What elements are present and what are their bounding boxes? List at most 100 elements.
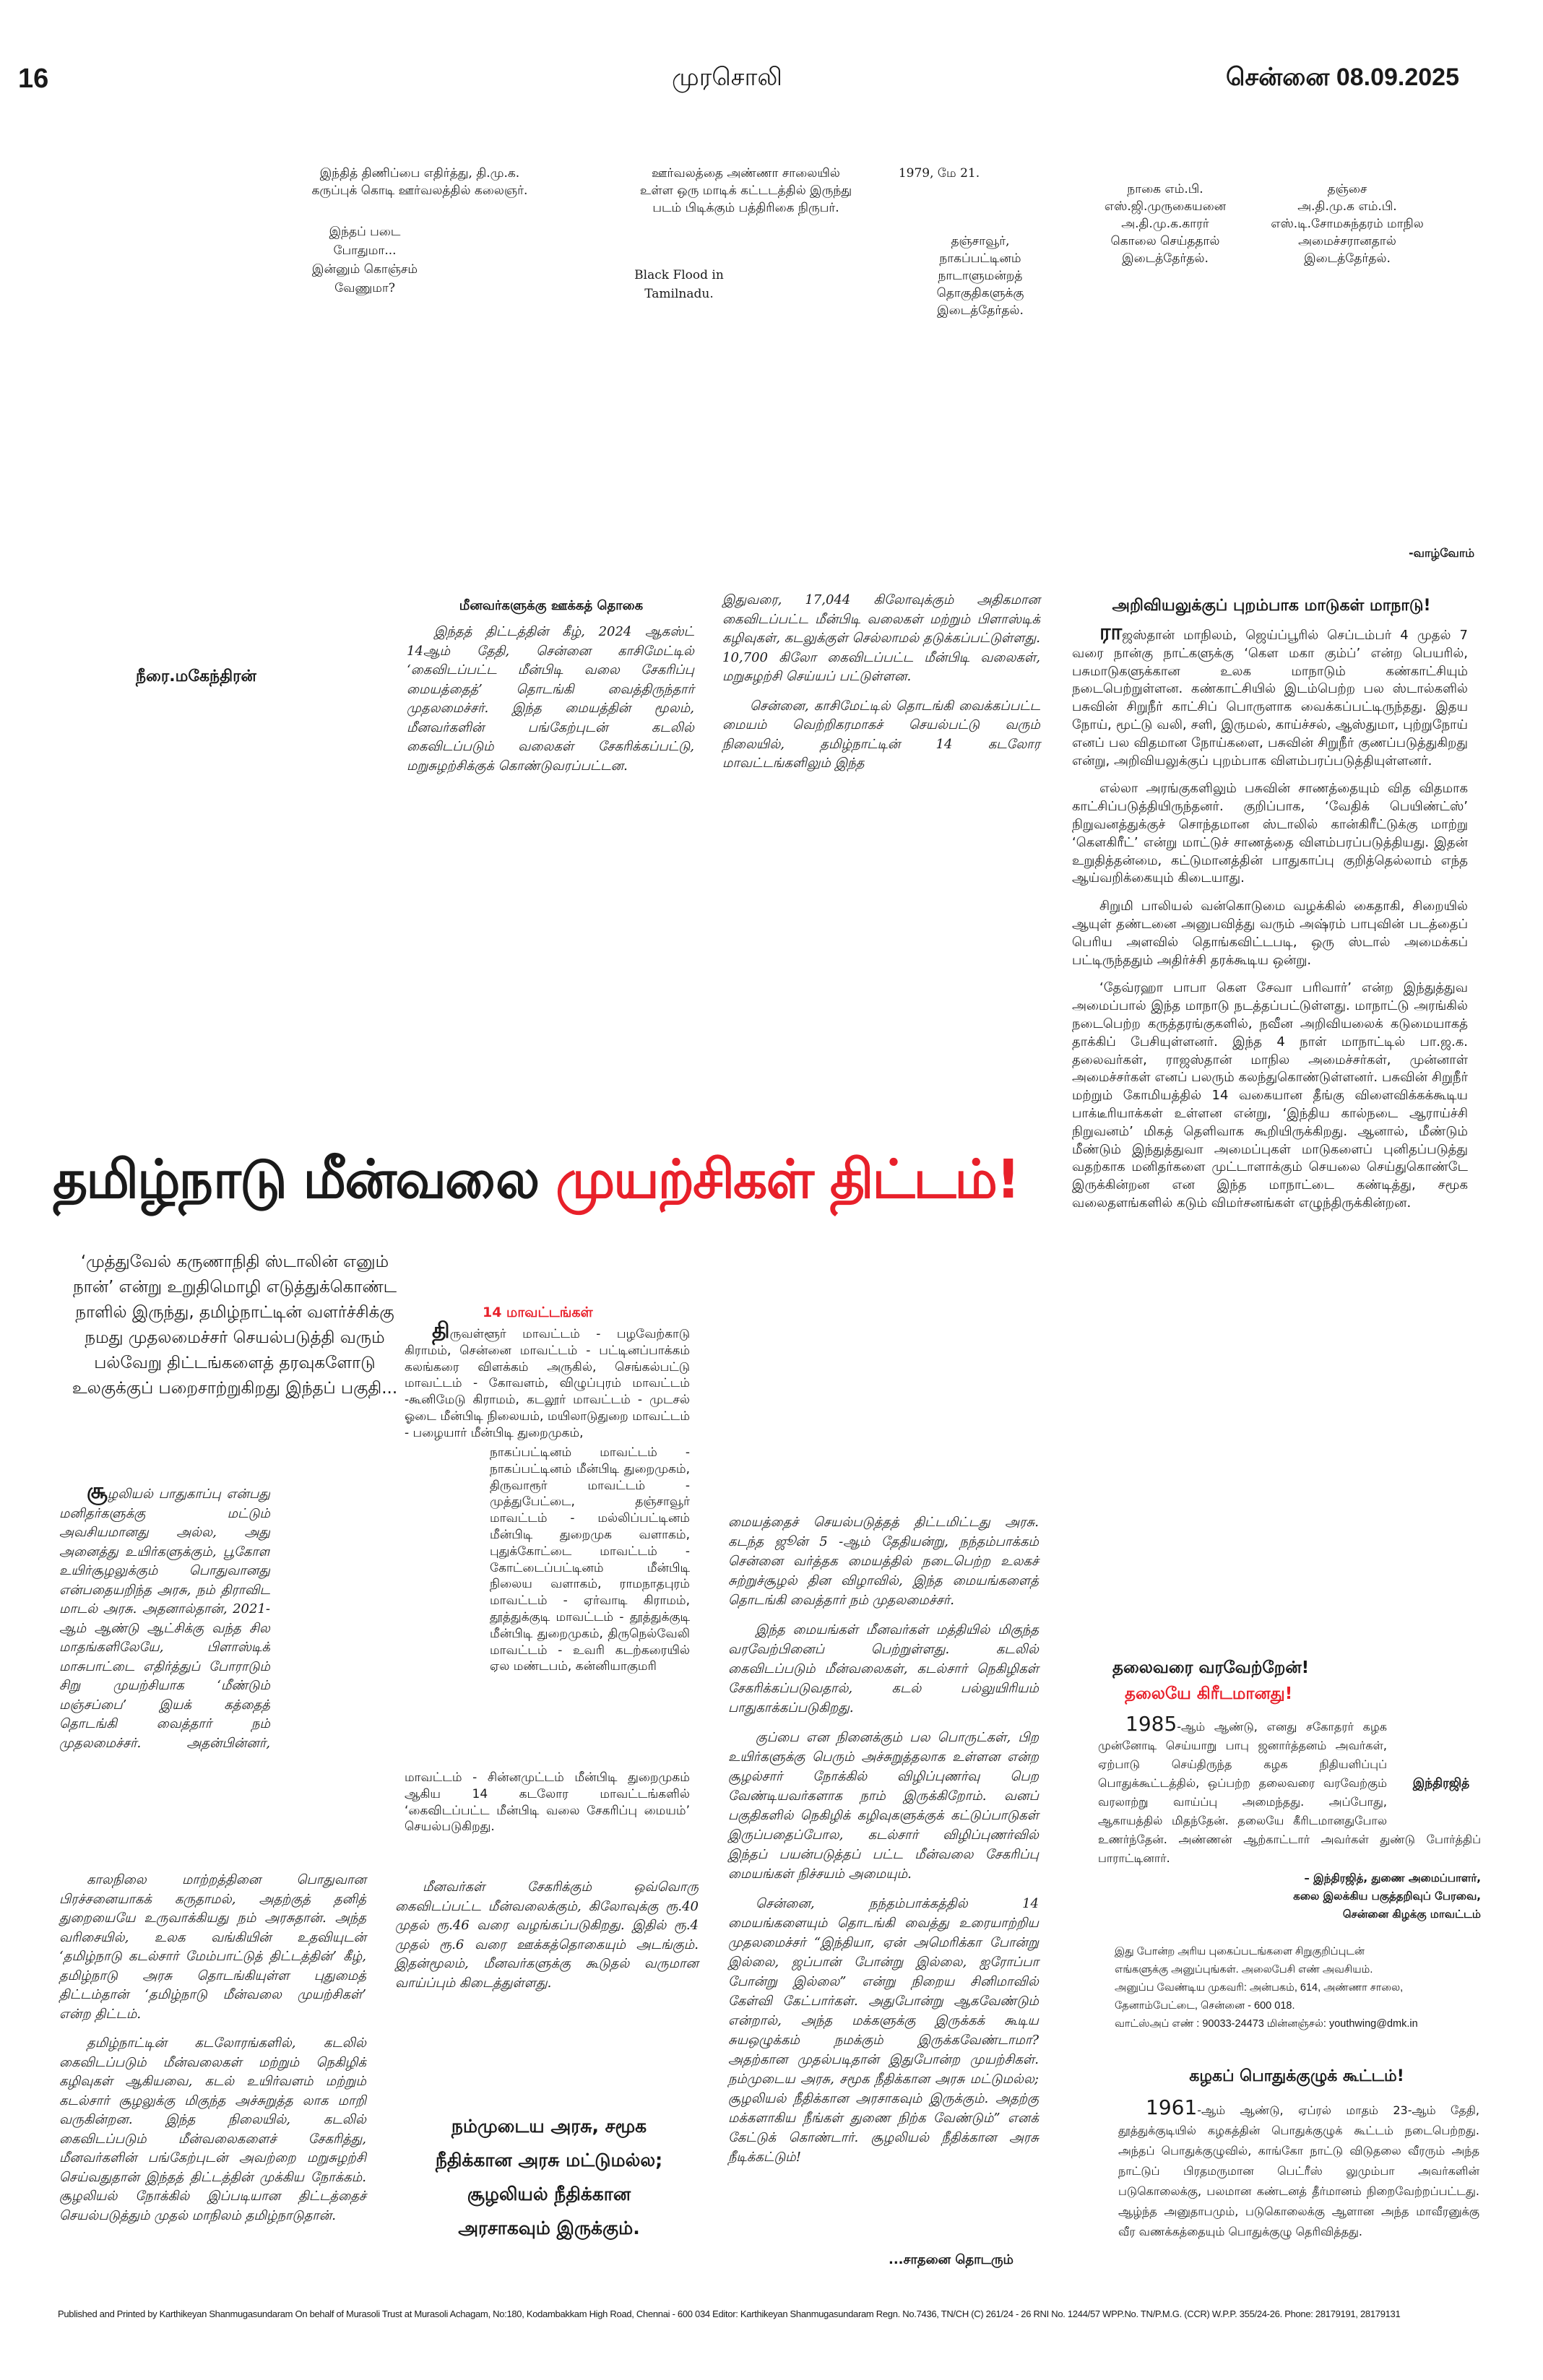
paragraph: உள்ள ஒரு மாடிக் கட்டடத்தில் இருந்து (639, 183, 852, 198)
photo-caption: தஞ்சைஅ.தி.மு.க எம்.பி.எஸ்.டி.சோமசுந்தரம்… (1264, 181, 1430, 267)
paragraph: இதுவரை, 17,044 கிலோவுக்கும் அதிகமான கைவி… (722, 592, 1040, 684)
photo-label-wrap: இந்திரஜித் (1401, 1744, 1481, 1823)
box-headline: தலைவரை வரவேற்றேன்! (1112, 1658, 1310, 1677)
year: 1985 (1125, 1712, 1177, 1736)
paragraph: தமிழ்நாட்டின் கடலோரங்களில், கடலில் கைவிட… (59, 2035, 366, 2223)
paragraph: 1961-ஆம் ஆண்டு, ஏப்ரல் மாதம் 23-ஆம் தேதி… (1118, 2098, 1479, 2242)
article-body: காலநிலை மாற்றத்தினை பொதுவான பிரச்சனையாகக… (59, 1871, 366, 2236)
districts-text-indented: நாகப்பட்டினம் மாவட்டம் - நாகப்பட்டினம் ம… (490, 1445, 690, 1685)
paragraph: ஊர்வலத்தை அண்ணா சாலையில் (652, 166, 840, 181)
paragraph: Black Flood in (634, 268, 724, 282)
paragraph: ராஜஸ்தான் மாநிலம், ஜெய்ப்பூரில் செப்டம்ப… (1072, 622, 1468, 770)
author-byline: நீரை.மகேந்திரன் (136, 667, 256, 685)
paragraph: இந்தித் திணிப்பை எதிர்த்து, தி.மு.க. (319, 166, 520, 181)
paragraph: கருப்புக் கொடி ஊர்வலத்தில் கலைஞர். (311, 183, 528, 198)
text-line: ஜஸ்தான் மாநிலம், ஜெய்ப்பூரில் செப்டம்பர்… (1072, 628, 1468, 769)
paragraph: இந்த மையங்கள் மீனவர்கள் மத்தியில் மிகுந்… (728, 1622, 1039, 1715)
continued-label: ...சாதனை தொடரும் (889, 2252, 1013, 2267)
paragraph: தொகுதிகளுக்கு (936, 286, 1024, 300)
article-column: இந்தத் திட்டத்தின் கீழ், 2024 ஆகஸ்ட் 14ஆ… (407, 623, 694, 786)
photo-caption: ஊர்வலத்தை அண்ணா சாலையில் உள்ள ஒரு மாடிக் … (607, 165, 885, 217)
article-headline: அறிவியலுக்குப் புறம்பாக மாடுகள் மாநாடு! (1112, 597, 1431, 615)
box-body: இந்திரஜித் 1985-ஆம் ஆண்டு, எனது சகோதரர் … (1098, 1712, 1481, 1878)
paragraph: எஸ்.டி.சோமசுந்தரம் மாநில (1271, 217, 1424, 231)
paragraph: காலநிலை மாற்றத்தினை பொதுவான பிரச்சனையாகக… (59, 1872, 366, 2022)
page-number: 16 (18, 64, 49, 94)
text-line: எங்களுக்கு அனுப்புங்கள். அலைபேசி எண் அவச… (1115, 1964, 1373, 1976)
text-line: கலை இலக்கிய பகுத்தறிவுப் பேரவை, (1293, 1890, 1481, 1903)
paragraph: நாகப்பட்டினம் (939, 251, 1021, 266)
text-line: இது போன்ற அரிய புகைப்படங்களை சிறுகுறிப்ப… (1115, 1946, 1365, 1957)
paragraph: ‘தேவ்ரஹா பாபா கௌ சேவா பரிவார்’ என்ற இந்த… (1072, 980, 1468, 1211)
main-headline: தமிழ்நாடு மீன்வலை முயற்சிகள் திட்டம்! (53, 1148, 1021, 1218)
text-line: நம்முடைய அரசு, சமூக (451, 2116, 647, 2137)
box-subhead: தலையே கிரீடமானது! (1125, 1684, 1293, 1703)
paragraph: வேணுமா? (334, 281, 395, 295)
photo-caption: 1979, மே 21. (896, 165, 982, 182)
text-line: -ஆம் ஆண்டு, ஏப்ரல் மாதம் 23-ஆம் தேதி, தூ… (1118, 2103, 1479, 2238)
intro-blurb: ‘முத்துவேல் கருணாநிதி ஸ்டாலின் எனும் நான… (72, 1252, 398, 1398)
submission-info: இது போன்ற அரிய புகைப்படங்களை சிறுகுறிப்ப… (1115, 1943, 1461, 2033)
previous-article-signoff: -வாழ்வோம் (1409, 546, 1475, 560)
paragraph: கொலை செய்ததால் (1110, 234, 1220, 248)
text-line: ழலியல் பாதுகாப்பு என்பது மனிதர்களுக்கு ம… (59, 1487, 270, 1751)
headline-red: முயற்சிகள் திட்டம்! (556, 1148, 1021, 1211)
paragraph: இடைத்தேர்தல். (1304, 251, 1391, 266)
text-line: நீதிக்கான அரசு மட்டுமல்ல; (435, 2150, 663, 2171)
photo-caption: நாகை எம்.பி. எஸ்.ஜி.முருகையனை அ.தி.மு.க.கா… (1089, 181, 1241, 267)
text-line: வாட்ஸ்அப் எண் : 90033-24473 மின்னஞ்சல்: … (1115, 2018, 1418, 2030)
paragraph: மீனவர்கள் சேகரிக்கும் ஒவ்வொரு கைவிடப்பட்… (395, 1879, 699, 1991)
box-credit: – இந்திரஜித், துணை அமைப்பாளர், கலை இலக்கி… (1185, 1869, 1481, 1924)
text-line: -ஆம் ஆண்டு, எனது சகோதரர் கழக முன்னோடி செ… (1098, 1720, 1481, 1865)
text-line: – இந்திரஜித், துணை அமைப்பாளர், (1304, 1871, 1481, 1884)
headline-black: தமிழ்நாடு மீன்வலை (53, 1148, 540, 1211)
paragraph: மாவட்டம் - சின்னமுட்டம் மீன்பிடி துறைமுக… (405, 1770, 690, 1835)
paragraph: இடைத்தேர்தல். (937, 303, 1024, 318)
paragraph: 1985-ஆம் ஆண்டு, எனது சகோதரர் கழக முன்னோட… (1098, 1712, 1481, 1868)
paragraph: சென்னை, நந்தம்பாக்கத்தில் 14 மையங்களையும… (728, 1896, 1039, 2165)
districts-subhead: 14 மாவட்டங்கள் (483, 1304, 593, 1320)
article-column: மையத்தைச் செயல்படுத்தத் திட்டமிட்டது அரச… (728, 1513, 1039, 2177)
photo-caption: இந்தப் படை போதுமா... இன்னும் கொஞ்சம் வேணுமா… (311, 222, 419, 298)
paragraph: குப்பை என நினைக்கும் பல பொருட்கள், பிற உ… (728, 1730, 1039, 1882)
payment-paragraph: மீனவர்கள் சேகரிக்கும் ஒவ்வொரு கைவிடப்பட்… (395, 1878, 699, 2003)
article-body-narrow: சூழலியல் பாதுகாப்பு என்பது மனிதர்களுக்கு… (59, 1482, 270, 1753)
council-body: 1961-ஆம் ஆண்டு, ஏப்ரல் மாதம் 23-ஆம் தேதி… (1118, 2098, 1479, 2252)
newspaper-title: முரசொலி (672, 64, 782, 91)
article-column: இதுவரை, 17,044 கிலோவுக்கும் அதிகமான கைவி… (722, 591, 1040, 784)
paragraph: நாகப்பட்டினம் மாவட்டம் - நாகப்பட்டினம் ம… (490, 1445, 690, 1674)
districts-text-end: மாவட்டம் - சின்னமுட்டம் மீன்பிடி துறைமுக… (405, 1770, 690, 1845)
paragraph: இந்தத் திட்டத்தின் கீழ், 2024 ஆகஸ்ட் 14ஆ… (407, 624, 694, 774)
article-body: ராஜஸ்தான் மாநிலம், ஜெய்ப்பூரில் செப்டம்ப… (1072, 622, 1468, 1223)
text-line: தேனாம்பேட்டை, சென்னை - 600 018. (1115, 2000, 1295, 2012)
paragraph: எல்லா அரங்குகளிலும் பசுவின் சாணத்தையும் … (1072, 781, 1468, 886)
paragraph: அ.தி.மு.க எம்.பி. (1297, 199, 1397, 214)
paragraph: இன்னும் கொஞ்சம் (311, 262, 418, 277)
text-line: சூழலியல் நீதிக்கான (467, 2184, 631, 2204)
paragraph: போதுமா... (333, 243, 397, 258)
section-subhead: மீனவர்களுக்கு ஊக்கத் தொகை (459, 598, 644, 613)
paragraph: தஞ்சாவூர், (951, 234, 1010, 248)
text-line: ருவள்ளூர் மாவட்டம் - பழவேற்காடு கிராமம்,… (405, 1327, 690, 1440)
paragraph: இடைத்தேர்தல். (1122, 251, 1209, 266)
paragraph: 1979, மே 21. (898, 166, 980, 181)
drop-cap: ரா (1099, 620, 1123, 645)
paragraph: சூழலியல் பாதுகாப்பு என்பது மனிதர்களுக்கு… (59, 1482, 270, 1753)
text-line: அரசாகவும் இருக்கும். (458, 2217, 640, 2238)
paragraph: Tamilnadu. (644, 287, 714, 301)
paragraph: நாகை எம்.பி. (1127, 182, 1203, 196)
council-headline: கழகப் பொதுக்குழுக் கூட்டம்! (1189, 2067, 1404, 2085)
photo-caption: Black Flood in Tamilnadu. (621, 266, 737, 303)
dateline: சென்னை 08.09.2025 (1225, 64, 1459, 91)
paragraph: படம் பிடிக்கும் பத்திரிகை நிருபர். (652, 201, 839, 215)
districts-text: திருவள்ளூர் மாவட்டம் - பழவேற்காடு கிராமம… (405, 1320, 690, 1452)
paragraph: சென்னை, காசிமேட்டில் தொடங்கி வைக்கப்பட்ட… (722, 698, 1040, 771)
paragraph: மையத்தைச் செயல்படுத்தத் திட்டமிட்டது அரச… (728, 1515, 1039, 1608)
paragraph: எஸ்.ஜி.முருகையனை (1104, 199, 1227, 214)
paragraph: திருவள்ளூர் மாவட்டம் - பழவேற்காடு கிராமம… (405, 1320, 690, 1442)
paragraph: இந்தப் படை (329, 225, 401, 239)
pull-quote: நம்முடைய அரசு, சமூக நீதிக்கான அரசு மட்டும… (405, 2109, 693, 2245)
photo-caption: தஞ்சாவூர்,நாகப்பட்டினம்நாடாளுமன்றத்தொகுத… (919, 233, 1042, 319)
year: 1961 (1146, 2095, 1198, 2119)
paragraph: அ.தி.மு.க.காரர் (1121, 217, 1209, 231)
